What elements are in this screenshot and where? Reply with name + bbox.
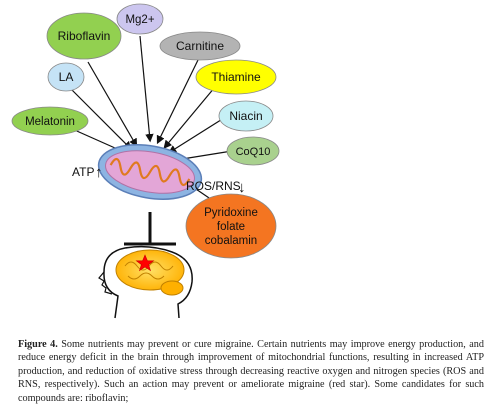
node-thiamine: Thiamine [195,59,277,95]
thiamine-label: Thiamine [211,70,261,84]
arrow-la [71,89,132,150]
nutrient-arrows [69,35,233,203]
node-b-vitamins: Pyridoxine folate cobalamin [185,193,277,259]
melatonin-label: Melatonin [25,116,75,128]
node-coq10: CoQ10 [226,136,280,166]
niacin-label: Niacin [229,109,262,123]
node-la: LA [47,62,85,92]
carnitine-label: Carnitine [176,39,224,53]
mg-label: Mg2+ [125,14,154,26]
node-carnitine: Carnitine [159,31,241,61]
node-mg: Mg2+ [116,3,164,35]
figure-caption: Figure 4. Some nutrients may prevent or … [18,338,484,405]
atp-up-arrow: ↑ [95,164,103,181]
arrow-carnitine [156,59,199,145]
nutrient-mitochondria-diagram: Riboflavin Mg2+ Carnitine LA Thiamine Ni… [11,3,280,319]
node-riboflavin: Riboflavin [46,12,122,60]
arrow-thiamine [163,86,216,149]
red-star [135,254,155,272]
riboflavin-label: Riboflavin [58,29,111,43]
figure-label: Figure 4. [18,339,58,350]
arrow-niacin [167,117,225,154]
node-melatonin: Melatonin [11,106,89,136]
b-vitamins-line-1: Pyridoxine [204,207,258,219]
ros-rns-label: ROS/RNS [186,179,241,193]
coq10-label: CoQ10 [236,146,271,158]
caption-text: Some nutrients may prevent or cure migra… [18,339,484,404]
la-label: LA [59,70,74,84]
mitochondrion [97,144,203,200]
inhibition-symbol [124,212,176,246]
head-with-brain [98,245,193,319]
cerebellum [160,280,184,296]
ros-down-arrow: ↓ [238,179,246,196]
node-niacin: Niacin [218,100,274,132]
arrow-riboflavin [87,61,138,148]
arrow-mg [139,35,154,143]
b-vitamins-line-2: folate [217,221,245,233]
b-vitamins-line-3: cobalamin [205,235,257,247]
atp-label: ATP [72,165,94,179]
